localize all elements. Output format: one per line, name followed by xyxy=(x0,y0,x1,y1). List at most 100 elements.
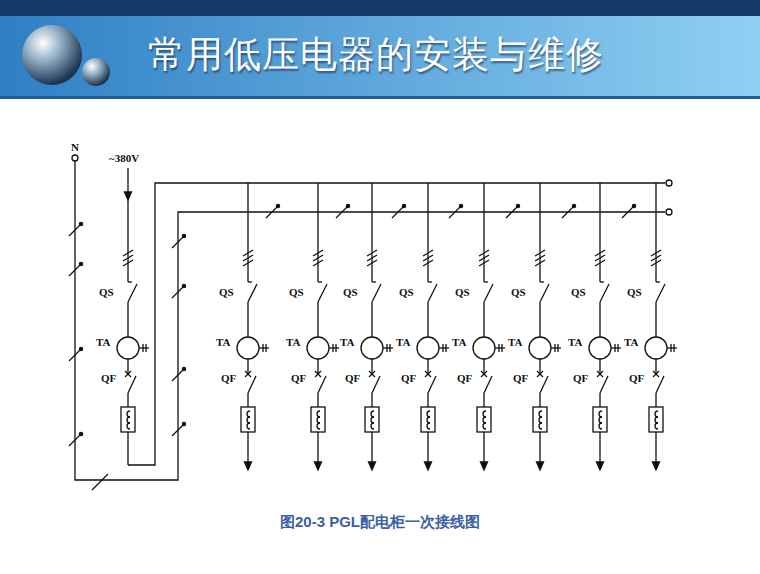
switch-contact xyxy=(484,281,488,282)
wire-mark-dot xyxy=(632,204,635,207)
phase-hash xyxy=(243,255,253,261)
coil-turn xyxy=(371,417,374,423)
ct-lead xyxy=(670,344,671,352)
phase-hash xyxy=(595,260,605,266)
terminal xyxy=(666,180,672,186)
coil-turn xyxy=(599,411,602,417)
ct-lead xyxy=(442,344,443,352)
wire-mark xyxy=(506,206,518,218)
wire xyxy=(128,183,665,465)
release-coil xyxy=(241,407,255,432)
coil-turn xyxy=(427,417,430,423)
ct-lead xyxy=(142,344,143,352)
breaker-blade xyxy=(428,376,436,393)
ct-lead xyxy=(265,344,266,352)
phase-hash xyxy=(651,250,661,256)
breaker-label: QF xyxy=(344,372,361,384)
release-coil xyxy=(649,407,663,432)
release-coil xyxy=(593,407,607,432)
wire-mark-dot xyxy=(572,204,575,207)
phase-hash xyxy=(423,255,433,261)
wire-mark-dot xyxy=(459,204,462,207)
coil-turn xyxy=(655,411,658,417)
wire xyxy=(599,393,600,407)
ct-lead xyxy=(386,344,387,352)
breaker-x xyxy=(425,371,431,377)
wire xyxy=(247,183,248,282)
wire xyxy=(75,161,665,480)
breaker-x xyxy=(369,371,375,377)
release-coil xyxy=(477,407,491,432)
wire xyxy=(127,393,128,407)
breaker-x xyxy=(537,371,543,377)
wire xyxy=(247,359,248,374)
ct-label: TA xyxy=(507,336,523,348)
ct-label: TA xyxy=(285,336,301,348)
wire xyxy=(539,393,540,407)
wire-mark-dot xyxy=(79,222,82,225)
ct-lead xyxy=(498,344,499,352)
ct-lead xyxy=(667,347,677,348)
ct-label: TA xyxy=(95,336,111,348)
wire-mark xyxy=(172,369,184,381)
wire-mark-dot xyxy=(182,422,185,425)
wire-mark xyxy=(266,206,278,218)
ct-lead xyxy=(611,347,621,348)
ct-label: TA xyxy=(215,336,231,348)
wire-mark xyxy=(622,206,634,218)
wire xyxy=(127,200,128,282)
switch-contact xyxy=(128,281,132,282)
wire-mark-dot xyxy=(276,204,279,207)
breaker-x xyxy=(481,371,487,377)
ct-lead xyxy=(614,344,615,352)
phase-hash xyxy=(423,250,433,256)
phase-hash xyxy=(651,255,661,261)
coil-turn xyxy=(427,411,430,417)
ct-lead xyxy=(329,347,339,348)
coil-turn xyxy=(655,417,658,423)
wire xyxy=(247,432,248,462)
coil-turn xyxy=(483,417,486,423)
breaker-x xyxy=(653,371,659,377)
breaker-x xyxy=(425,371,431,377)
phase-hash xyxy=(367,260,377,266)
ct-label: TA xyxy=(567,336,583,348)
breaker-x xyxy=(125,371,131,377)
coil-turn xyxy=(371,423,374,429)
phase-hash xyxy=(479,255,489,261)
switch-blade xyxy=(248,284,257,302)
ct-lead xyxy=(551,347,561,348)
ct-lead xyxy=(439,347,449,348)
coil-turn xyxy=(127,411,130,417)
coil-turn xyxy=(247,417,250,423)
wire xyxy=(599,183,600,282)
arrow-head xyxy=(369,462,376,470)
current-transformer xyxy=(307,337,329,359)
switch-blade xyxy=(128,284,137,302)
schematic xyxy=(69,155,677,490)
wire-mark-dot xyxy=(182,234,185,237)
release-coil xyxy=(421,407,435,432)
release-coil xyxy=(121,407,135,432)
breaker-x xyxy=(315,371,321,377)
arrow-head xyxy=(481,462,488,470)
coil-turn xyxy=(483,411,486,417)
wire-mark-dot xyxy=(182,367,185,370)
wire xyxy=(427,432,428,462)
wire xyxy=(317,359,318,374)
switch-contact xyxy=(318,281,322,282)
wire xyxy=(655,432,656,462)
wire xyxy=(127,302,128,337)
breaker-x xyxy=(653,371,659,377)
ct-lead xyxy=(332,344,333,352)
switch-label: QS xyxy=(626,286,643,298)
ct-lead xyxy=(383,347,393,348)
wire xyxy=(127,168,128,192)
header-strip xyxy=(0,0,760,16)
arrow-head xyxy=(315,462,322,470)
switch-label: QS xyxy=(570,286,587,298)
ct-lead xyxy=(554,344,555,352)
wire-mark-dot xyxy=(402,204,405,207)
wire xyxy=(427,183,428,282)
ct-label: TA xyxy=(623,336,639,348)
